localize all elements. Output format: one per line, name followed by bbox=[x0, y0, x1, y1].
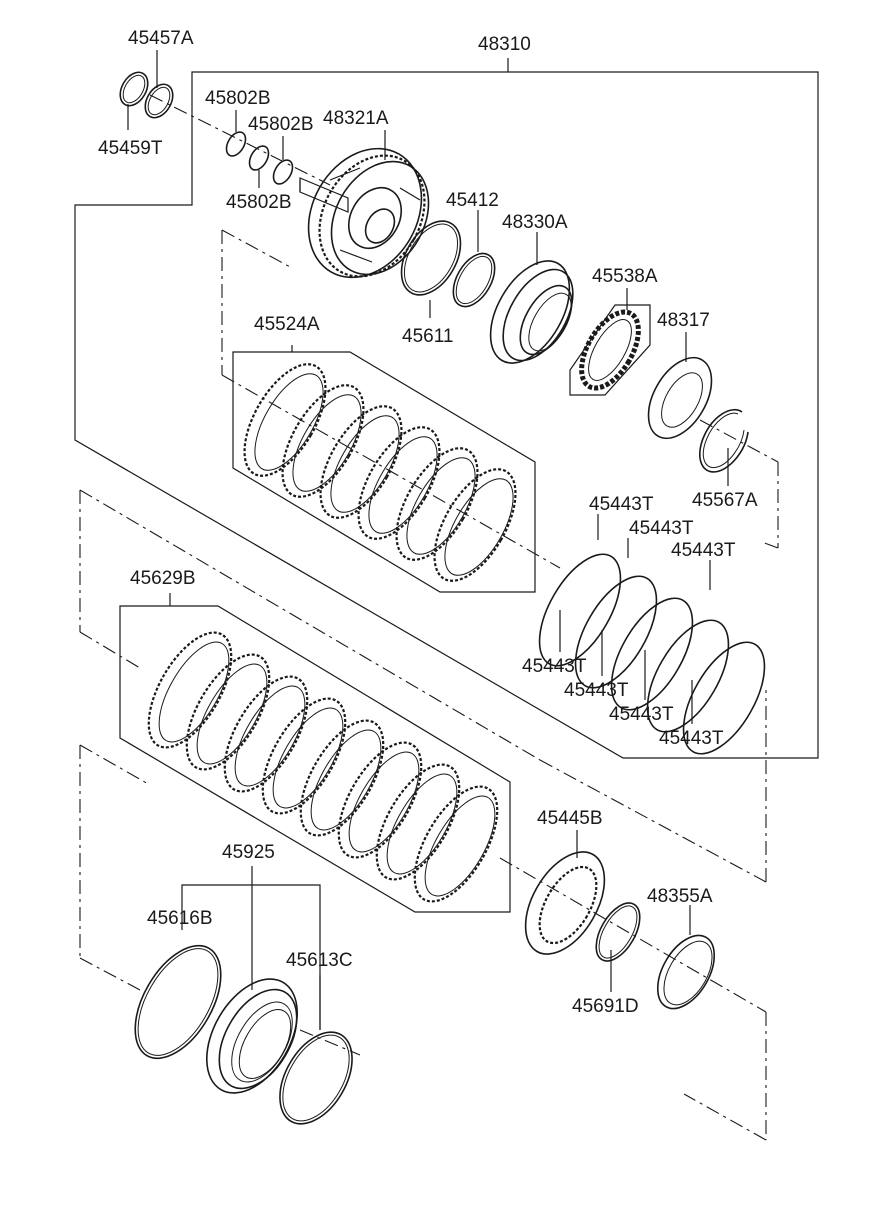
callout-48355a: 48355A bbox=[647, 886, 713, 907]
retainer-48317 bbox=[647, 356, 713, 440]
callout-45457a: 45457A bbox=[128, 28, 194, 49]
clutch-plate-inner bbox=[368, 436, 438, 534]
callout-45443t-3: 45443T bbox=[671, 540, 736, 561]
ring-45457a bbox=[144, 83, 174, 119]
leader-lines bbox=[127, 50, 729, 1030]
clutch-plate bbox=[281, 384, 365, 498]
clutch-plate bbox=[357, 426, 441, 540]
clutch-plate bbox=[261, 697, 347, 815]
group-box-45629b bbox=[119, 593, 511, 913]
callout-45443t-1: 45443T bbox=[589, 494, 654, 515]
clutch-pack-45524a bbox=[243, 363, 517, 582]
spring-set-45443t bbox=[538, 553, 766, 755]
clutch-plate bbox=[413, 785, 499, 903]
clutch-plate bbox=[223, 675, 309, 793]
clutch-plate-inner bbox=[348, 751, 420, 853]
clutch-plate-inner bbox=[444, 478, 514, 576]
clutch-plate bbox=[337, 741, 423, 859]
callout-45802b-1: 45802B bbox=[205, 88, 271, 109]
return-spring-45538a bbox=[569, 304, 651, 396]
clutch-plate-inner bbox=[158, 641, 230, 743]
ring-45459t bbox=[119, 71, 149, 107]
clutch-plate bbox=[299, 719, 385, 837]
ring-45802b-3 bbox=[272, 159, 294, 185]
clutch-plate bbox=[395, 447, 479, 561]
callout-45538a: 45538A bbox=[592, 266, 658, 287]
seal-45613c bbox=[279, 1031, 353, 1125]
seal-45611 bbox=[400, 220, 462, 296]
clutch-plate-inner bbox=[254, 373, 324, 471]
callout-45925: 45925 bbox=[222, 842, 275, 863]
spring-ring bbox=[538, 553, 622, 667]
group-box-45524a bbox=[232, 345, 536, 593]
clutch-plate-inner bbox=[386, 773, 458, 875]
clutch-plate-inner bbox=[424, 795, 496, 897]
clutch-pack-45629b bbox=[147, 631, 499, 903]
callout-45443t-7: 45443T bbox=[659, 728, 724, 749]
piston-45925 bbox=[205, 978, 299, 1094]
clutch-drum-48321a bbox=[299, 147, 430, 279]
clutch-plate-inner bbox=[330, 415, 400, 513]
callout-45524a: 45524A bbox=[254, 314, 320, 335]
callout-45613c: 45613C bbox=[286, 950, 353, 971]
callout-45443t-6: 45443T bbox=[609, 704, 674, 725]
callout-48321a: 48321A bbox=[323, 108, 389, 129]
callout-45459t: 45459T bbox=[98, 138, 163, 159]
assembly-outline-48310 bbox=[74, 58, 819, 759]
seal-45412 bbox=[452, 252, 496, 308]
clutch-plate-inner bbox=[406, 457, 476, 555]
callout-45443t-4: 45443T bbox=[522, 656, 587, 677]
callout-45567a: 45567A bbox=[692, 490, 758, 511]
clutch-plate-inner bbox=[292, 394, 362, 492]
callout-45611: 45611 bbox=[402, 326, 453, 347]
callout-45691d: 45691D bbox=[572, 996, 639, 1017]
ring-45802b-1 bbox=[225, 131, 247, 157]
callout-45445b: 45445B bbox=[537, 808, 603, 829]
clutch-plate-inner bbox=[196, 663, 268, 765]
callout-48310: 48310 bbox=[478, 34, 531, 55]
callout-45629b: 45629B bbox=[130, 568, 196, 589]
clutch-plate bbox=[375, 763, 461, 881]
clutch-plate-inner bbox=[272, 707, 344, 809]
clutch-plate bbox=[185, 653, 271, 771]
spring-ring bbox=[682, 641, 766, 755]
callout-45802b-2: 45802B bbox=[248, 114, 314, 135]
clutch-plate-inner bbox=[234, 685, 306, 787]
clutch-plate bbox=[319, 405, 403, 519]
callout-45443t-5: 45443T bbox=[564, 680, 629, 701]
spring-ring bbox=[610, 597, 694, 711]
piston-48330a bbox=[489, 260, 574, 364]
plate-45445b bbox=[524, 851, 606, 955]
spring-ring bbox=[574, 575, 658, 689]
callout-45802b-3: 45802B bbox=[226, 192, 292, 213]
callout-45443t-2: 45443T bbox=[629, 518, 694, 539]
seal-45616b bbox=[134, 944, 222, 1060]
clutch-plate bbox=[433, 468, 517, 582]
clutch-plate bbox=[147, 631, 233, 749]
callout-45616b: 45616B bbox=[147, 908, 213, 929]
callout-48330a: 48330A bbox=[502, 212, 568, 233]
center-lines bbox=[79, 94, 779, 1141]
ring-48355a bbox=[656, 934, 716, 1010]
clutch-plate bbox=[243, 363, 327, 477]
callout-labels: 45457A 45459T 45802B 45802B 45802B 48321… bbox=[98, 28, 758, 1017]
clutch-plate-inner bbox=[310, 729, 382, 831]
ring-45802b-2 bbox=[248, 145, 270, 171]
snap-ring-45567a bbox=[698, 408, 749, 473]
spring-ring bbox=[646, 619, 730, 733]
ring-45691d bbox=[595, 902, 641, 962]
callout-48317: 48317 bbox=[657, 310, 710, 331]
callout-45412: 45412 bbox=[446, 190, 499, 211]
